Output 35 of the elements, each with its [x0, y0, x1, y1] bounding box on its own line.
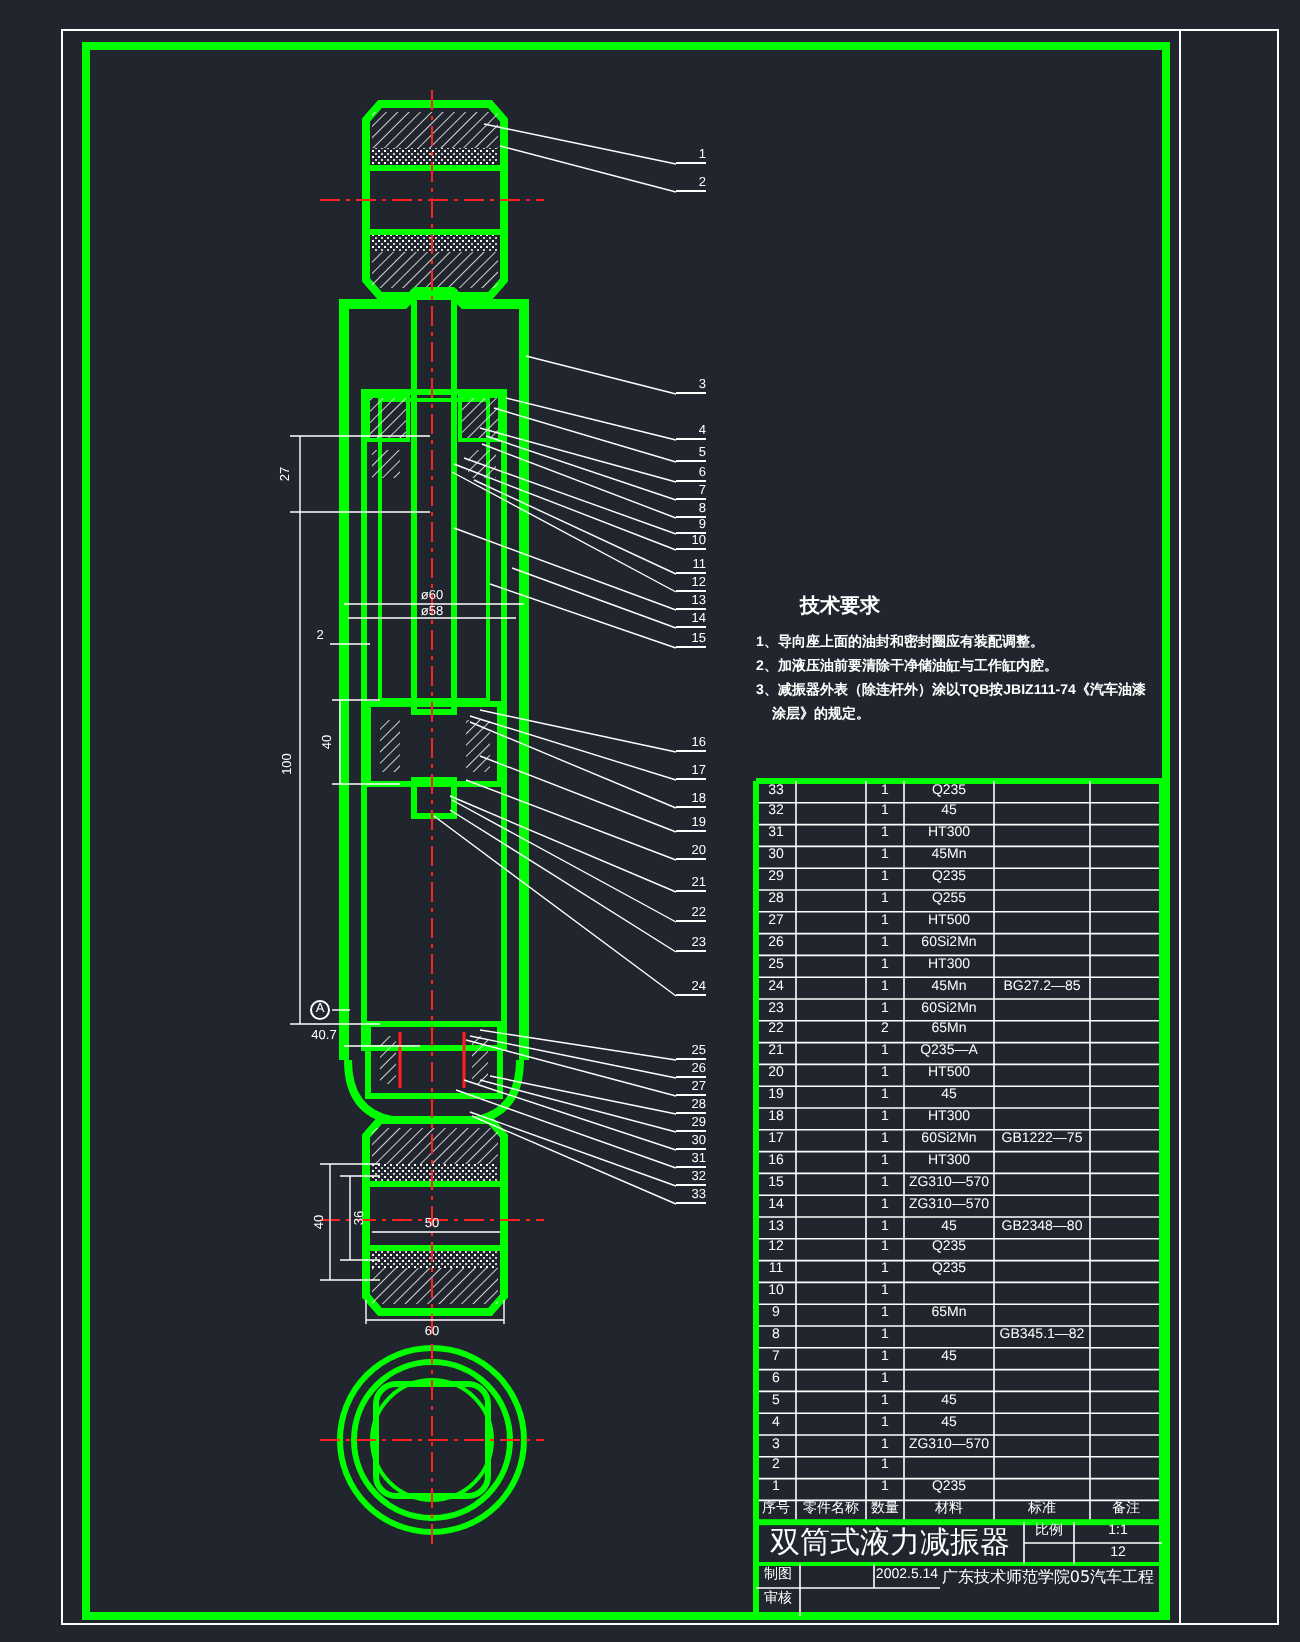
leader-line: [479, 1029, 677, 1061]
leader-line: [469, 715, 677, 781]
leader-line: [525, 355, 677, 395]
leader-line: [479, 427, 677, 483]
leader-line: [479, 709, 677, 753]
leader-line: [483, 123, 677, 165]
leader-line: [433, 815, 677, 997]
leader-line: [493, 407, 677, 463]
leader-line: [485, 435, 677, 501]
leader-line: [463, 457, 677, 535]
leader-line: [469, 1111, 677, 1187]
leader-line: [449, 795, 677, 893]
leader-line: [499, 145, 677, 193]
leader-line: [479, 755, 677, 833]
leader-line: [481, 443, 677, 519]
leader-line: [449, 809, 677, 953]
leader-line: [451, 471, 677, 593]
leader-line: [451, 799, 677, 923]
leader-line: [473, 479, 677, 575]
leader-line: [489, 1075, 677, 1115]
leader-line: [465, 779, 677, 861]
leader-line: [505, 397, 677, 441]
leader-line: [489, 583, 677, 649]
drawing-title: 双筒式液力减振器: [768, 1524, 1012, 1562]
leader-line: [471, 1115, 677, 1205]
leader-line: [469, 721, 677, 809]
leader-line: [453, 527, 677, 611]
leader-line: [455, 1089, 677, 1169]
leader-line: [465, 1039, 677, 1097]
leader-line: [453, 463, 677, 551]
leader-line: [463, 1079, 677, 1151]
heading: 技术要求: [800, 593, 880, 620]
leader-line: [479, 1079, 677, 1133]
leader-line: [469, 1035, 677, 1079]
leader-line: [511, 567, 677, 629]
